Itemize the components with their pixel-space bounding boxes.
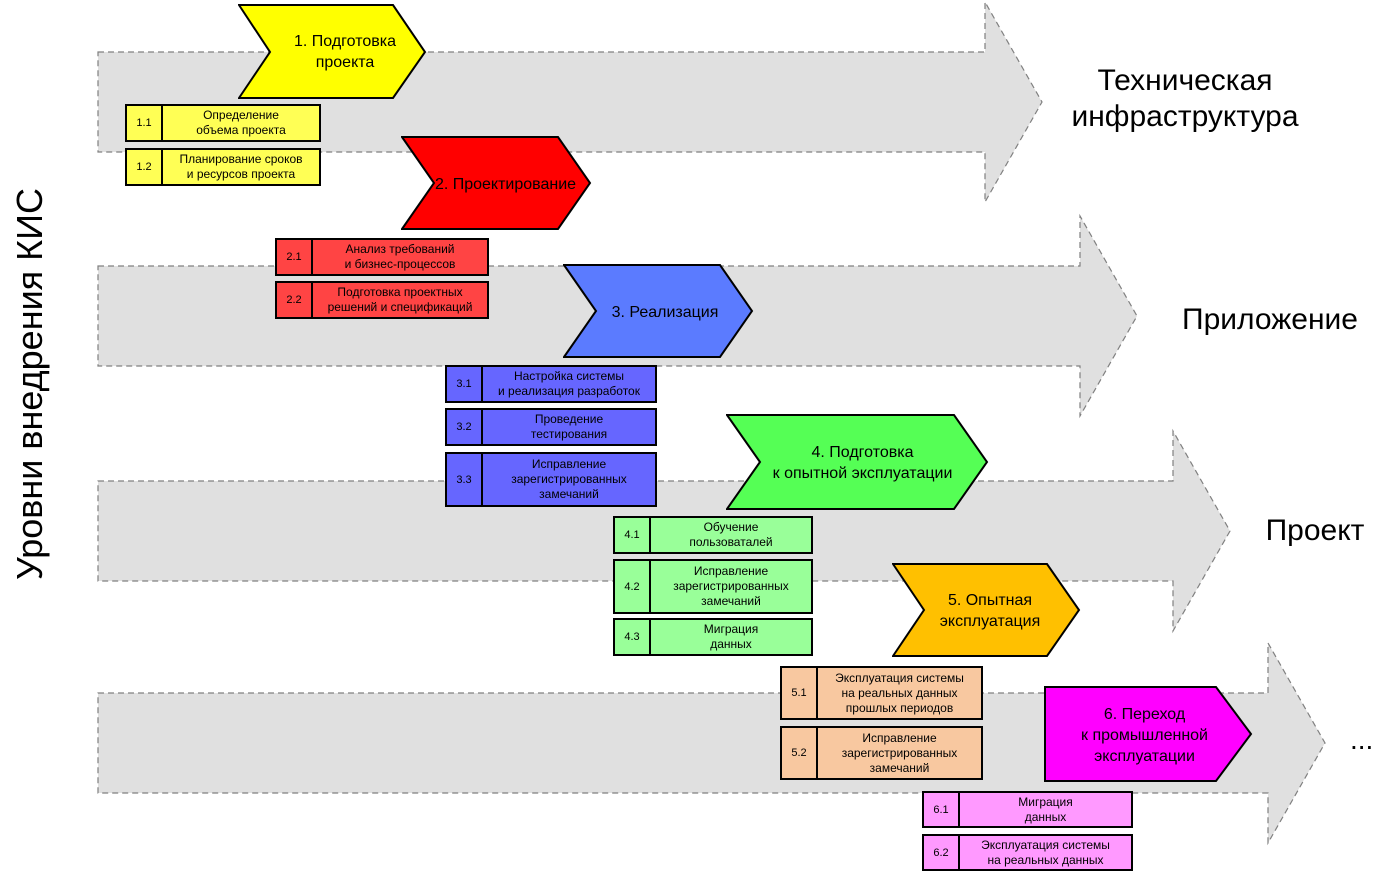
task-box: 1.1 Определение объема проекта <box>125 104 321 142</box>
band-label-application: Приложение <box>1182 303 1358 336</box>
task-label: Подготовка проектных решений и специфика… <box>327 285 473 314</box>
task-number: 6.1 <box>924 793 960 826</box>
task-number: 2.2 <box>277 283 313 317</box>
stage-chevron-6 <box>1044 686 1253 782</box>
task-box: 3.2 Проведение тестирования <box>445 408 657 446</box>
task-box: 5.1 Эксплуатация системы на реальных дан… <box>780 666 983 720</box>
band-label-project: Проект <box>1265 514 1365 547</box>
task-box: 4.1 Обучение пользоваталей <box>613 516 813 554</box>
stage-label-2: 2. Проектирование <box>434 175 577 193</box>
stage-chevron-3-shape <box>563 264 754 358</box>
continuation-ellipsis: ... <box>1350 724 1374 755</box>
task-box: 5.2 Исправление зарегистрированных замеч… <box>780 726 983 780</box>
task-label: Планирование сроков и ресурсов проекта <box>179 152 303 181</box>
task-label: Анализ требований и бизнес-процессов <box>344 242 456 271</box>
task-label: Обучение пользоваталей <box>689 520 773 549</box>
stage-chevron-2-shape <box>401 136 592 230</box>
task-box: 2.1 Анализ требований и бизнес-процессов <box>275 238 489 276</box>
task-number: 4.1 <box>615 518 651 552</box>
task-number: 2.1 <box>277 240 313 274</box>
task-label: Исправление зарегистрированных замечаний <box>511 457 627 501</box>
stage-chevron-6-shape <box>1044 686 1253 782</box>
task-number: 1.2 <box>127 150 163 184</box>
vertical-title: Уровни внедрения КИС <box>9 187 50 580</box>
task-label: Миграция данных <box>1018 794 1073 824</box>
task-label: Эксплуатация системы на реальных данных … <box>835 670 964 715</box>
stage-chevron-3 <box>563 264 754 358</box>
task-box: 3.3 Исправление зарегистрированных замеч… <box>445 452 657 507</box>
stage-chevron-1 <box>238 4 427 99</box>
task-box: 3.1 Настройка системы и реализация разра… <box>445 365 657 403</box>
stage-chevron-4 <box>726 414 989 510</box>
task-label: Миграция данных <box>703 622 759 651</box>
task-label: Настройка системы и реализация разработо… <box>498 369 640 398</box>
task-number: 3.1 <box>447 367 483 401</box>
task-label: Проведение тестирования <box>530 412 608 441</box>
task-number: 1.1 <box>127 106 163 140</box>
stage-chevron-2 <box>401 136 592 230</box>
task-box: 4.2 Исправление зарегистрированных замеч… <box>613 559 813 614</box>
task-number: 3.2 <box>447 410 483 444</box>
stage-chevron-5 <box>892 563 1081 657</box>
stage-chevron-5-shape <box>892 563 1081 657</box>
task-box: 1.2 Планирование сроков и ресурсов проек… <box>125 148 321 186</box>
task-number: 4.3 <box>615 620 651 654</box>
task-label: Определение объема проекта <box>196 108 286 137</box>
stage-label-3: 3. Реализация <box>611 303 719 321</box>
task-number: 5.2 <box>782 728 818 778</box>
task-box: 2.2 Подготовка проектных решений и специ… <box>275 281 489 319</box>
task-box: 4.3 Миграция данных <box>613 618 813 656</box>
task-number: 3.3 <box>447 454 483 505</box>
stage-label-1: 1. Подготовка проекта <box>294 33 396 71</box>
task-label: Эксплуатация системы на реальных данных <box>981 837 1110 867</box>
task-number: 4.2 <box>615 561 651 612</box>
task-box: 6.1 Миграция данных <box>922 791 1133 828</box>
stage-label-4: 4. Подготовка к опытной эксплуатации <box>772 444 953 482</box>
task-label: Исправление зарегистрированных замечаний <box>841 730 958 775</box>
task-number: 6.2 <box>924 836 960 869</box>
stage-label-6: 6. Переход к промышленной эксплуатации <box>1081 705 1208 765</box>
task-box: 6.2 Эксплуатация системы на реальных дан… <box>922 834 1133 871</box>
task-number: 5.1 <box>782 668 818 718</box>
stage-label-5: 5. Опытная эксплуатация <box>939 592 1041 630</box>
task-label: Исправление зарегистрированных замечаний <box>673 564 789 608</box>
stage-chevron-4-shape <box>726 414 989 510</box>
band-label-infrastructure: Техническая инфраструктура <box>1071 64 1299 133</box>
stage-chevron-1-shape <box>238 4 427 99</box>
